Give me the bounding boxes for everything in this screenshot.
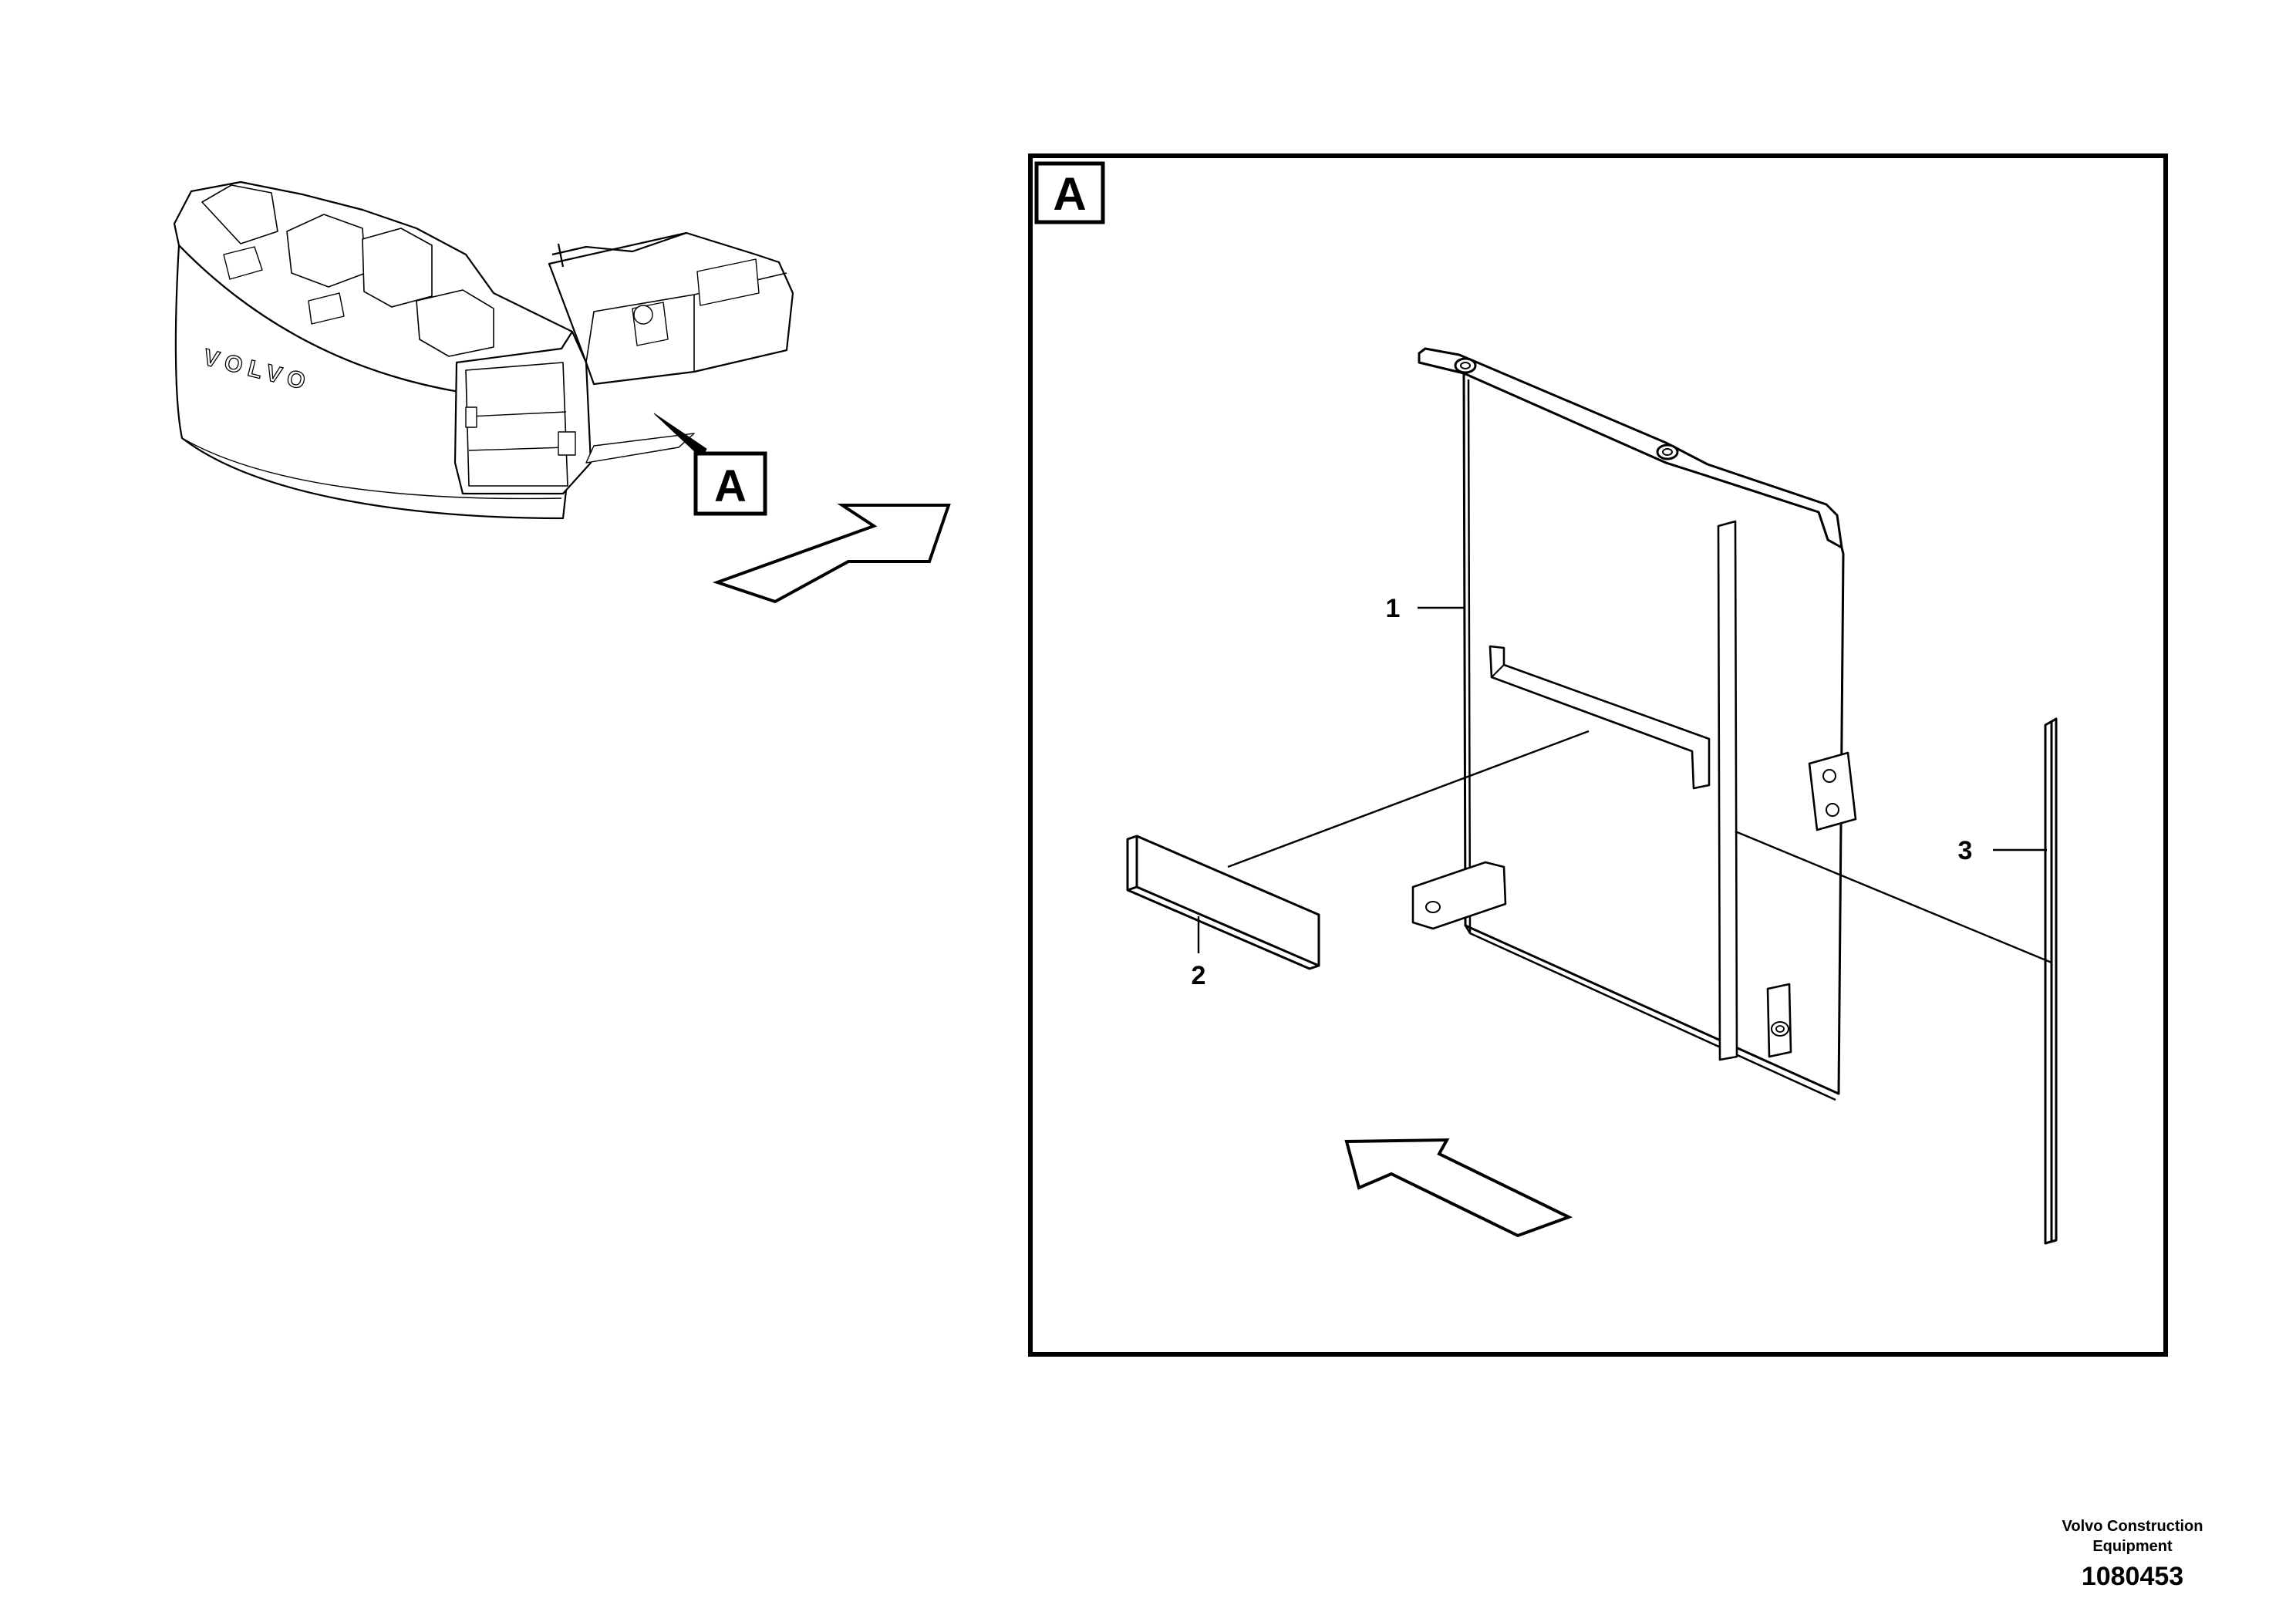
company-name-line2: Equipment xyxy=(2092,1538,2173,1555)
overview-direction-arrow xyxy=(712,504,951,604)
part-3-seal-strip xyxy=(2044,717,2058,1245)
overview-leader-pointer xyxy=(653,413,707,459)
drawing-number: 1080453 xyxy=(2081,1562,2184,1591)
company-name-line1: Volvo Construction xyxy=(2062,1518,2203,1535)
overview-view-label: A xyxy=(693,451,767,516)
part-1-cover-panel xyxy=(1411,347,1857,1101)
leader-lines xyxy=(1197,606,2052,964)
overview-machine-drawing xyxy=(173,180,794,520)
callout-2: 2 xyxy=(1192,961,1206,990)
leader-strip-to-seal xyxy=(1735,830,2052,964)
detail-direction-arrow xyxy=(1344,1138,1573,1238)
callout-1: 1 xyxy=(1386,594,1401,623)
overview-view-label-text: A xyxy=(714,461,747,511)
callout-3: 3 xyxy=(1958,836,1973,865)
leader-2-to-bracket xyxy=(1227,730,1590,868)
title-block: Volvo Construction Equipment 1080453 xyxy=(2017,1516,2248,1593)
part-2-pad xyxy=(1126,835,1320,970)
detail-view-label-text: A xyxy=(1053,168,1086,220)
